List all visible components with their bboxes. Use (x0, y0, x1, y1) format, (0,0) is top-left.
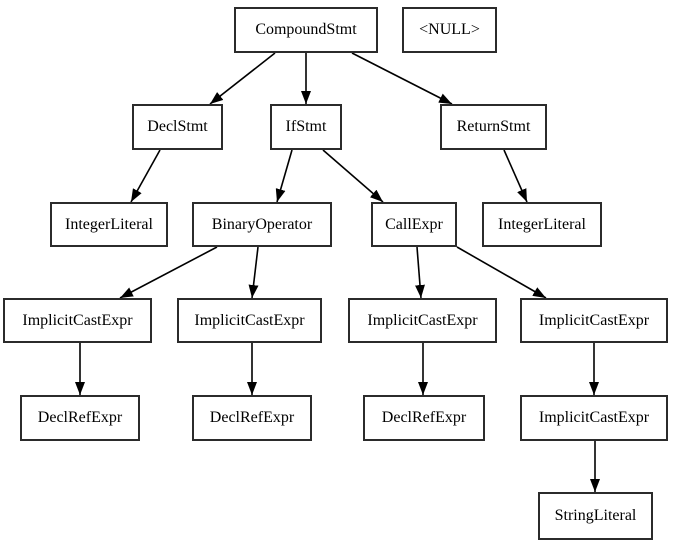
node-string-literal: StringLiteral (538, 492, 653, 540)
node-integer-literal-1: IntegerLiteral (50, 202, 168, 247)
node-decl-stmt: DeclStmt (132, 104, 223, 150)
edge-compound-stmt-to-return-stmt (351, 52, 453, 105)
node-decl-ref-2: DeclRefExpr (192, 395, 312, 441)
node-integer-literal-2: IntegerLiteral (482, 202, 602, 247)
node-decl-ref-1: DeclRefExpr (20, 395, 140, 441)
node-null-node: <NULL> (402, 7, 497, 53)
edge-decl-stmt-to-integer-literal-1 (130, 149, 161, 203)
node-implicit-cast-1: ImplicitCastExpr (3, 298, 152, 343)
node-implicit-cast-3: ImplicitCastExpr (348, 298, 497, 343)
edge-binary-operator-to-implicit-cast-2 (248, 246, 259, 299)
node-call-expr: CallExpr (371, 202, 457, 247)
edge-if-stmt-to-call-expr (322, 149, 384, 203)
node-implicit-cast-4: ImplicitCastExpr (520, 298, 668, 343)
node-decl-ref-3: DeclRefExpr (363, 395, 485, 441)
node-if-stmt: IfStmt (270, 104, 342, 150)
edge-if-stmt-to-binary-operator (275, 149, 293, 203)
node-implicit-cast-5: ImplicitCastExpr (520, 395, 668, 441)
edge-return-stmt-to-integer-literal-2 (503, 149, 528, 203)
node-implicit-cast-2: ImplicitCastExpr (177, 298, 322, 343)
node-compound-stmt: CompoundStmt (234, 7, 378, 53)
node-binary-operator: BinaryOperator (192, 202, 332, 247)
edge-binary-operator-to-implicit-cast-1 (119, 246, 218, 299)
edges-group (75, 52, 600, 492)
edge-call-expr-to-implicit-cast-3 (414, 246, 425, 299)
edge-call-expr-to-implicit-cast-4 (456, 246, 547, 299)
edge-compound-stmt-to-decl-stmt (209, 52, 276, 105)
node-return-stmt: ReturnStmt (440, 104, 547, 150)
